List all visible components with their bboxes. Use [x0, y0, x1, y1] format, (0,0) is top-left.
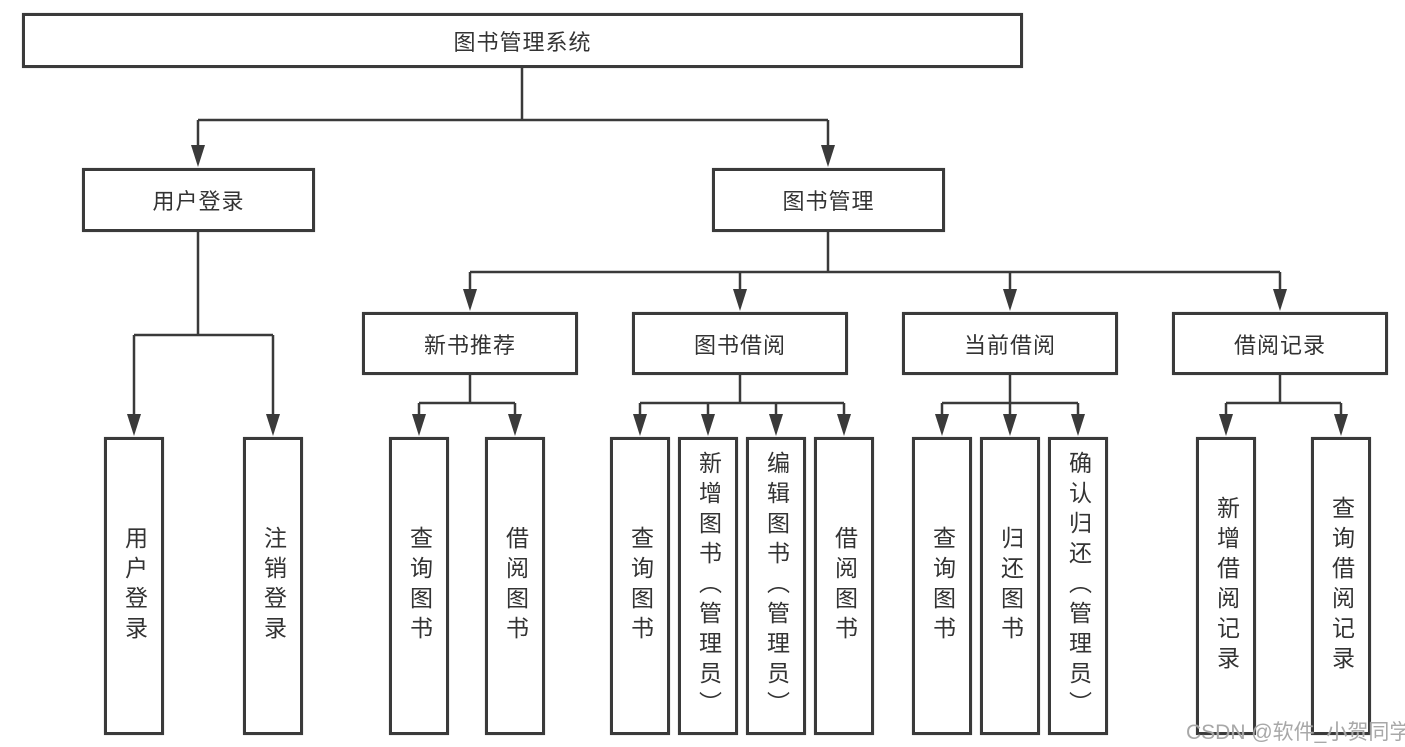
- arrowhead-cur-return: [1003, 414, 1017, 436]
- arrowhead-current: [1003, 289, 1017, 311]
- node-user-login-branch: 用户登录: [82, 168, 315, 232]
- leaf-user-login-label: 用户登录: [121, 526, 148, 646]
- leaf-bw-add-books-admin-label: 新增图书（管理员）: [695, 451, 722, 721]
- arrowheads: [127, 145, 1348, 436]
- leaf-bw-edit-books-admin-label: 编辑图书（管理员）: [763, 451, 790, 721]
- leaf-cur-query-books-label: 查询图书: [929, 526, 956, 646]
- node-book-borrowing: 图书借阅: [632, 312, 848, 375]
- arrowhead-user-login: [127, 414, 141, 436]
- leaf-nb-query-books-label: 查询图书: [406, 526, 433, 646]
- arrowhead-records: [1273, 289, 1287, 311]
- arrowhead-bw-borrow: [837, 414, 851, 436]
- leaf-bw-query-books: 查询图书: [610, 437, 670, 735]
- arrowhead-mgmt: [821, 145, 835, 167]
- arrowhead-borrow: [733, 289, 747, 311]
- leaf-cur-return-books: 归还图书: [980, 437, 1040, 735]
- arrowhead-logout: [266, 414, 280, 436]
- arrowhead-nb-borrow: [508, 414, 522, 436]
- leaf-rec-add-record: 新增借阅记录: [1196, 437, 1256, 735]
- node-current-borrowing: 当前借阅: [902, 312, 1118, 375]
- leaf-rec-add-record-label: 新增借阅记录: [1213, 496, 1240, 676]
- leaf-bw-edit-books-admin: 编辑图书（管理员）: [746, 437, 806, 735]
- node-user-login-branch-label: 用户登录: [152, 189, 245, 214]
- arrowhead-bw-add: [701, 414, 715, 436]
- leaf-nb-borrow-books: 借阅图书: [485, 437, 545, 735]
- node-book-borrowing-label: 图书借阅: [693, 332, 786, 358]
- node-book-management-label: 图书管理: [782, 189, 875, 214]
- leaf-rec-query-record-label: 查询借阅记录: [1328, 496, 1355, 676]
- node-new-book-recommend: 新书推荐: [362, 312, 578, 375]
- arrowhead-bw-query: [633, 414, 647, 436]
- leaf-rec-query-record: 查询借阅记录: [1311, 437, 1371, 735]
- leaf-bw-borrow-books-label: 借阅图书: [831, 526, 858, 646]
- arrowhead-bw-edit: [769, 414, 783, 436]
- leaf-cur-return-books-label: 归还图书: [997, 526, 1024, 646]
- node-borrowing-records-label: 借阅记录: [1233, 332, 1326, 358]
- node-root-system-label: 图书管理系统: [453, 29, 592, 55]
- arrowhead-rec-add: [1219, 414, 1233, 436]
- node-root-system: 图书管理系统: [22, 13, 1023, 68]
- leaf-logout-label: 注销登录: [260, 526, 287, 646]
- node-borrowing-records: 借阅记录: [1172, 312, 1388, 375]
- leaf-bw-borrow-books: 借阅图书: [814, 437, 874, 735]
- leaf-cur-confirm-return-admin: 确认归还（管理员）: [1048, 437, 1108, 735]
- leaf-logout: 注销登录: [243, 437, 303, 735]
- arrowhead-rec-query: [1334, 414, 1348, 436]
- leaf-user-login: 用户登录: [104, 437, 164, 735]
- arrowhead-login: [191, 145, 205, 167]
- node-book-management: 图书管理: [712, 168, 945, 232]
- arrowhead-cur-query: [935, 414, 949, 436]
- node-new-book-recommend-label: 新书推荐: [423, 332, 516, 358]
- leaf-cur-confirm-return-admin-label: 确认归还（管理员）: [1065, 451, 1092, 721]
- arrowhead-cur-confirm: [1071, 414, 1085, 436]
- csdn-watermark: CSDN @软件_小贺同学: [1186, 721, 1405, 744]
- leaf-bw-add-books-admin: 新增图书（管理员）: [678, 437, 738, 735]
- node-current-borrowing-label: 当前借阅: [963, 332, 1056, 358]
- arrowhead-newbook: [463, 289, 477, 311]
- arrowhead-nb-query: [412, 414, 426, 436]
- leaf-nb-borrow-books-label: 借阅图书: [502, 526, 529, 646]
- leaf-nb-query-books: 查询图书: [389, 437, 449, 735]
- connector-strokes: [132, 68, 1343, 416]
- leaf-cur-query-books: 查询图书: [912, 437, 972, 735]
- leaf-bw-query-books-label: 查询图书: [627, 526, 654, 646]
